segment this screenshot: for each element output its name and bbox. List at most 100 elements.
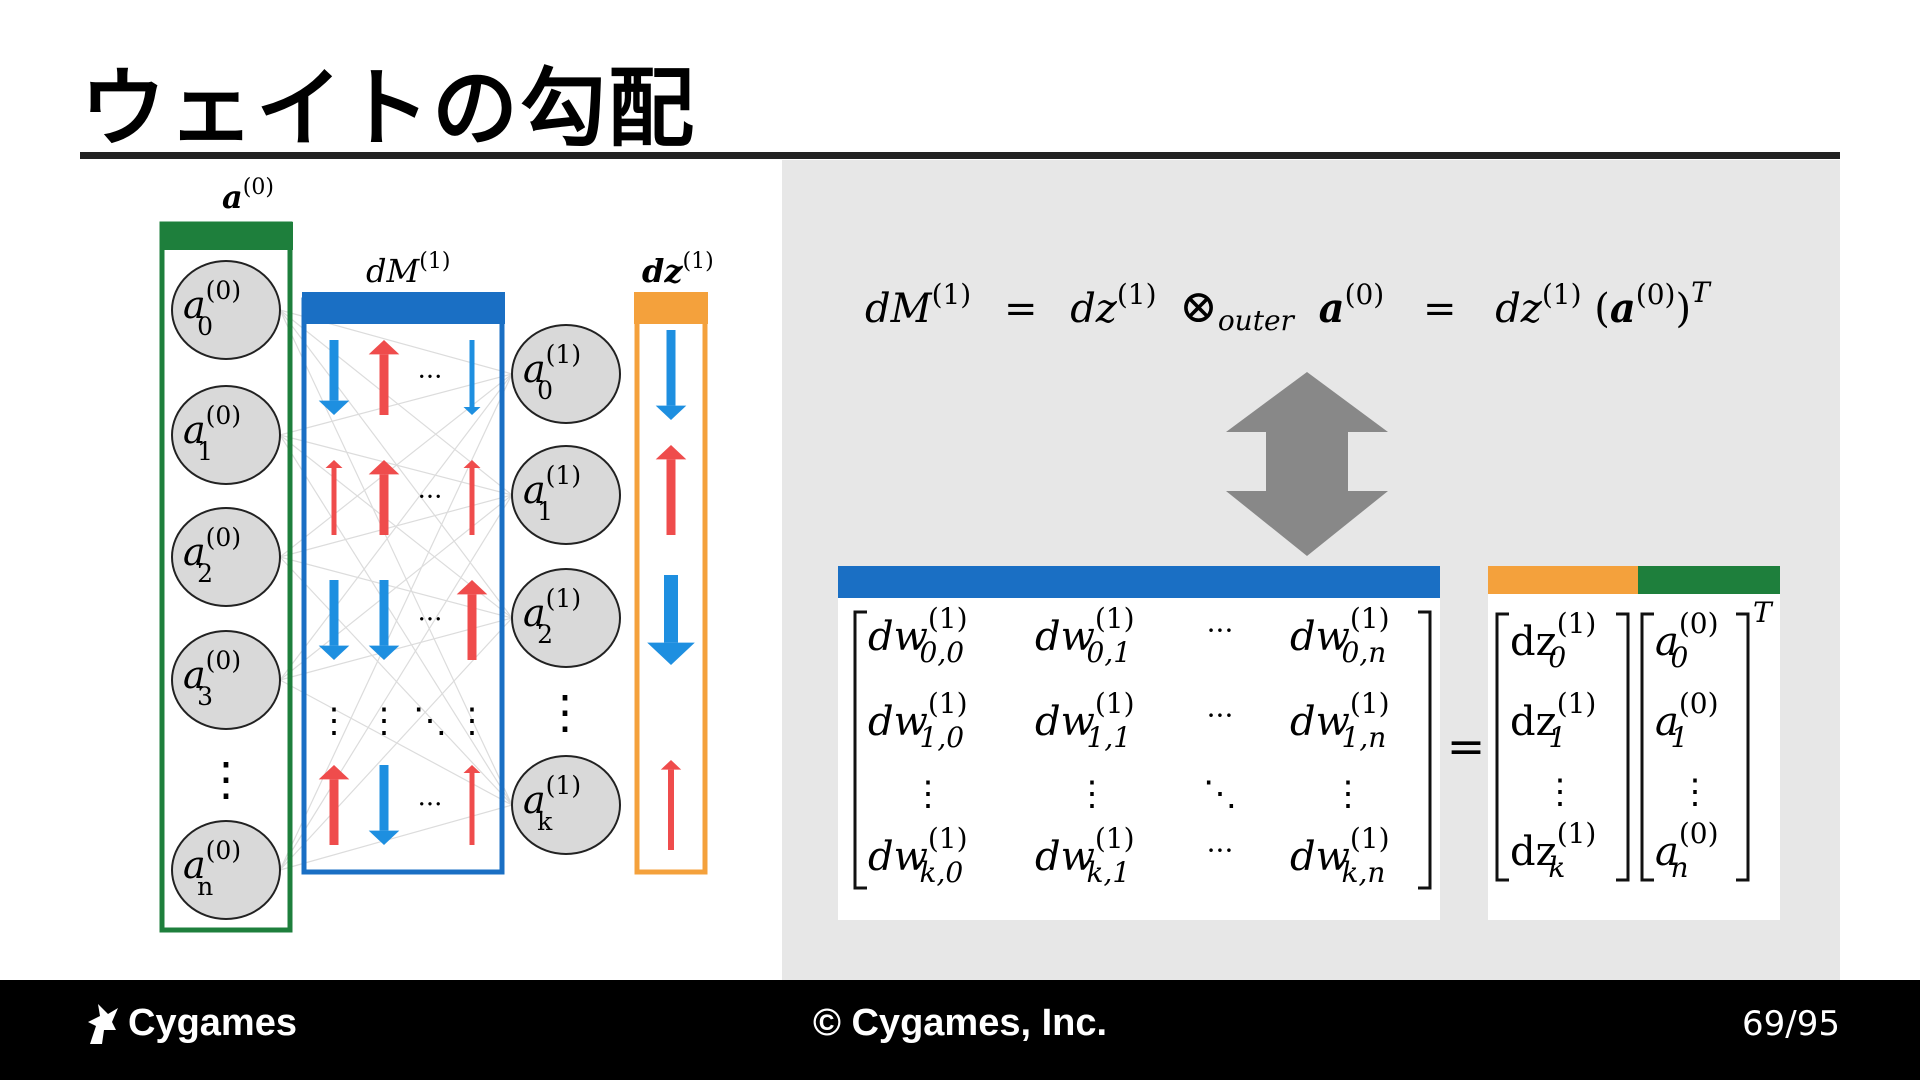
a-vector-right-bracket	[1736, 612, 1750, 882]
a-vector-ellipsis: ⋮	[1678, 772, 1712, 812]
up-arrow-icon	[325, 460, 343, 535]
dM-ellipsis: ···	[418, 363, 443, 393]
formula-dM-sup: (1)	[932, 278, 972, 311]
dz-arrow-column	[647, 330, 695, 850]
input-node: a(0)n	[171, 820, 281, 920]
up-arrow-icon	[456, 580, 488, 660]
a-vector-entry: a(0)n	[1655, 817, 1719, 884]
footer-brand-text: Cygames	[128, 1001, 297, 1044]
formula-equals-2: =	[1423, 286, 1457, 332]
dM-column-header	[302, 292, 505, 324]
matrix-cell: dw(1)k,n	[1290, 822, 1390, 889]
dz-vector-entry: dz(1)k	[1510, 817, 1596, 884]
dM-ellipsis: ···	[418, 483, 443, 513]
matrix-cell: dw(1)1,0	[868, 687, 968, 754]
output-node-label: a(1)0	[523, 340, 581, 405]
matrix-ellipsis: ⋮	[911, 774, 945, 814]
input-node-label: a(0)n	[183, 836, 241, 901]
a-vector-left-bracket	[1640, 612, 1654, 882]
formula-dz: dz	[1070, 286, 1118, 332]
input-node-label: a(0)1	[183, 401, 241, 466]
down-arrow-icon	[463, 340, 481, 415]
matrix-right-bracket	[1418, 610, 1432, 890]
output-node: a(1)0	[511, 324, 621, 424]
matrix-cell: dw(1)0,0	[868, 602, 968, 669]
matrix-ellipsis: ···	[1207, 834, 1234, 867]
slide-title: ウェイトの勾配	[80, 59, 696, 159]
matrix-left-bracket	[853, 610, 867, 890]
dM-ellipsis: ···	[418, 605, 443, 635]
input-nodes: a(0)0 a(0)1 a(0)2 a(0)3 a(0)n	[171, 260, 281, 920]
output-node: a(1)k	[511, 755, 621, 855]
formula-a: a	[1319, 285, 1345, 332]
formula-rhs-a: a	[1610, 285, 1636, 332]
matrix-cell: dw(1)k,0	[868, 822, 968, 889]
a-vector-transpose: T	[1753, 596, 1774, 629]
dz-vector-header-bar	[1488, 566, 1638, 594]
up-arrow-icon	[368, 340, 400, 415]
output-vdots: ⋮	[542, 685, 588, 739]
input-node-label: a(0)2	[183, 523, 241, 588]
matrix-ellipsis: ⋮	[1075, 774, 1109, 814]
down-arrow-icon	[655, 330, 687, 420]
double-arrow-icon	[1226, 372, 1388, 556]
dM-ellipsis: ⋮	[317, 701, 351, 741]
gradient-diagram: a(0) a(0)0a(0)1a(0)2a(0)3a(0)n ⋮ dM(1) ·…	[159, 175, 1780, 933]
dM-ellipsis: ···	[418, 790, 443, 820]
a0-label-sup: (0)	[243, 175, 274, 200]
matrix-header-bar	[838, 566, 1440, 598]
matrix-cell: dw(1)0,n	[1290, 602, 1390, 669]
input-node-label: a(0)0	[183, 276, 241, 341]
dz-vector-ellipsis: ⋮	[1543, 772, 1577, 812]
cygames-logo-icon	[88, 1004, 118, 1044]
outer-product-formula: dM(1) = dz(1) ⊗outer a(0) = dz(1) (a(0))…	[865, 268, 1712, 340]
matrix-equals: =	[1447, 719, 1486, 773]
input-node: a(0)1	[171, 385, 281, 485]
up-arrow-icon	[660, 760, 682, 850]
dz-column-header	[634, 292, 708, 324]
dw-matrix: dw(1)0,0 dw(1)0,1 ··· dw(1)0,n dw(1)1,0 dw(1)…	[853, 602, 1432, 890]
dM-label-sup: (1)	[419, 249, 450, 274]
matrix-cell: dw(1)1,1	[1035, 687, 1135, 754]
footer-brand: Cygames	[82, 1000, 297, 1046]
matrix-cell: dw(1)0,1	[1035, 602, 1135, 669]
formula-equals-1: =	[1004, 286, 1038, 332]
input-node: a(0)3	[171, 630, 281, 730]
footer-bar	[0, 980, 1920, 1080]
dM-ellipsis: ⋮	[455, 701, 489, 741]
dz-column-label: dz(1)	[642, 249, 714, 290]
a-vector: a(0)0a(0)1⋮a(0)nT	[1640, 596, 1774, 884]
input-column-header	[160, 222, 293, 250]
dz-vector-entry: dz(1)0	[1510, 607, 1596, 674]
down-arrow-icon	[318, 340, 350, 415]
up-arrow-icon	[368, 460, 400, 535]
dz-label-sup: (1)	[683, 249, 714, 274]
dM-ellipsis: ⋱	[413, 701, 447, 741]
matrix-ellipsis: ···	[1207, 614, 1234, 647]
matrix-ellipsis: ⋱	[1203, 774, 1237, 814]
dz-vector-right-bracket	[1616, 612, 1630, 882]
input-node-label: a(0)3	[183, 646, 241, 711]
output-node-label: a(1)2	[523, 584, 581, 649]
matrix-card	[838, 598, 1440, 920]
down-arrow-icon	[368, 765, 400, 845]
formula-a-sup: (0)	[1345, 278, 1385, 311]
matrix-cell: dw(1)k,1	[1035, 822, 1135, 889]
page-number: 69/95	[1742, 1004, 1840, 1044]
down-arrow-icon	[318, 580, 350, 660]
matrix-ellipsis: ···	[1207, 699, 1234, 732]
a0-label-base: a	[222, 178, 243, 216]
formula-outer: outer	[1218, 304, 1296, 337]
formula-dM: dM	[865, 286, 933, 332]
dz-vector-left-bracket	[1495, 612, 1509, 882]
title-underline	[80, 152, 1840, 159]
output-node-label: a(1)1	[523, 461, 581, 526]
input-vdots: ⋮	[203, 752, 249, 806]
formula-otimes: ⊗	[1179, 279, 1218, 333]
input-node: a(0)2	[171, 507, 281, 607]
a0-column-label: a(0)	[222, 175, 274, 216]
formula-rhs-a-sup: (0)	[1636, 278, 1676, 311]
formula-rhs-dz-sup: (1)	[1542, 278, 1582, 311]
dz-vector-entry: dz(1)1	[1510, 687, 1596, 754]
up-arrow-icon	[318, 765, 350, 845]
